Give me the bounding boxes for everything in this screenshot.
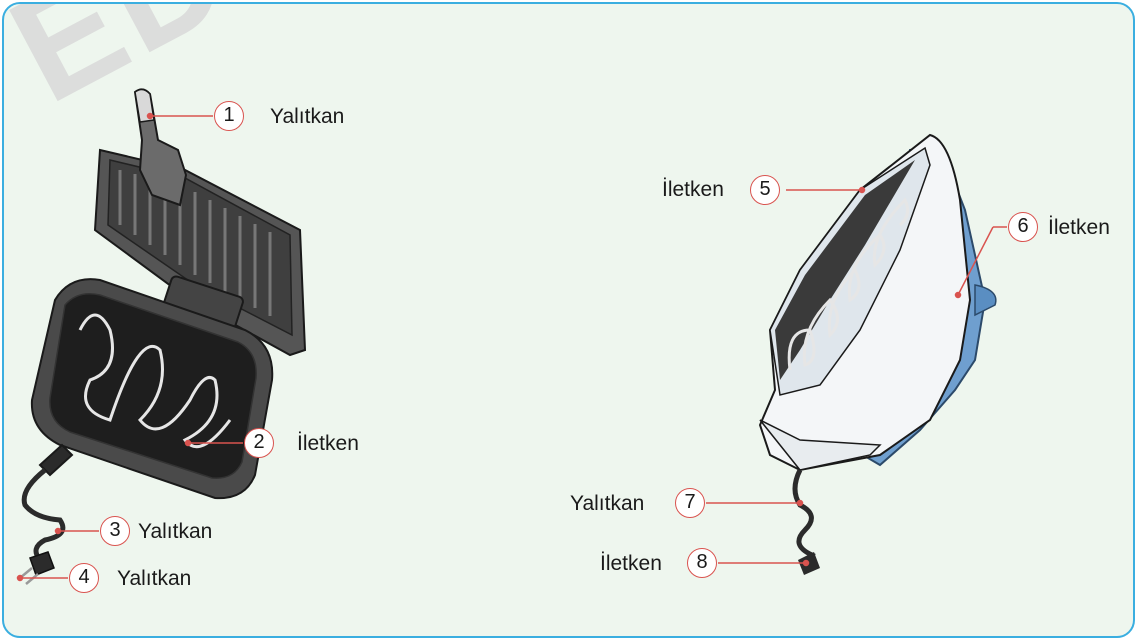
- callout-8-number: 8: [687, 548, 717, 578]
- callout-3-number: 3: [100, 516, 130, 546]
- callout-3-label: Yalıtkan: [138, 520, 212, 544]
- callout-2-number: 2: [244, 428, 274, 458]
- callout-8-label: İletken: [600, 552, 662, 576]
- callout-4-label: Yalıtkan: [117, 567, 191, 591]
- callout-1-label: Yalıtkan: [270, 105, 344, 129]
- callout-7-number: 7: [675, 488, 705, 518]
- clothes-iron: [760, 135, 996, 575]
- callout-5-number: 5: [750, 175, 780, 205]
- callout-2-label: İletken: [297, 432, 359, 456]
- callout-6-number: 6: [1008, 212, 1038, 242]
- sandwich-toaster: [20, 89, 305, 584]
- callout-5-label: İletken: [662, 178, 724, 202]
- callout-4-number: 4: [69, 563, 99, 593]
- callout-1-number: 1: [214, 101, 244, 131]
- callout-6-label: İletken: [1048, 216, 1110, 240]
- callout-7-label: Yalıtkan: [570, 492, 644, 516]
